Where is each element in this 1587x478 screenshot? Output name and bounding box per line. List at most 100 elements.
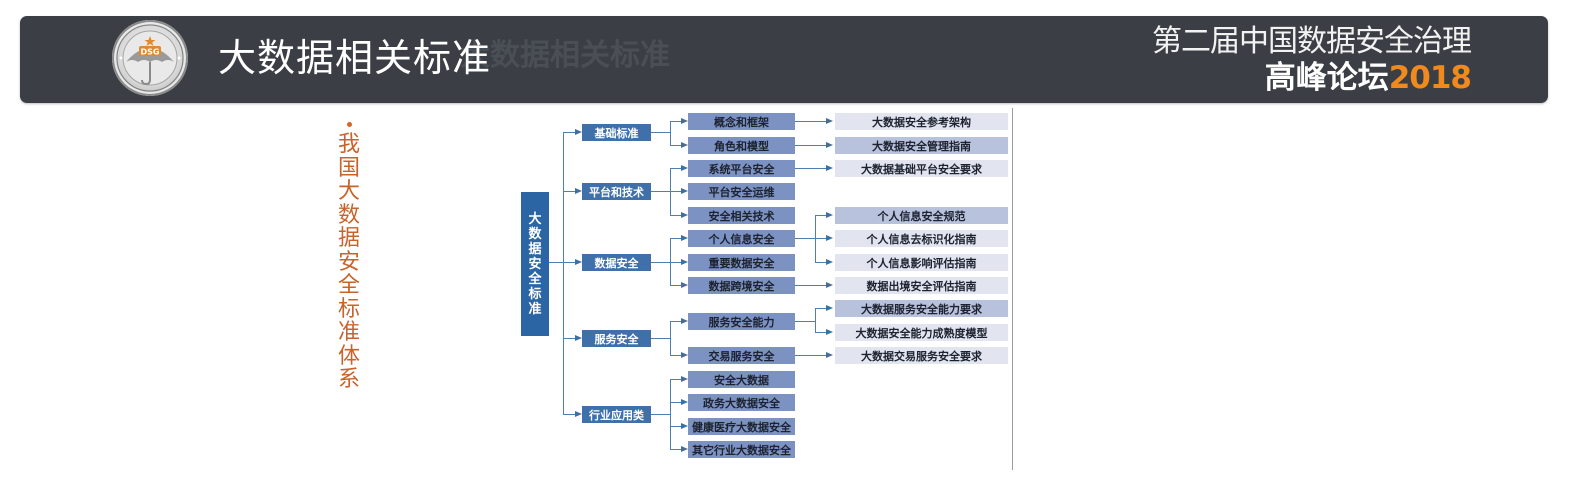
node-other-industry-big-data: 其它行业大数据安全 [688,441,795,458]
logo-text: DSG [141,48,160,57]
node-security-tech: 安全相关技术 [688,207,795,224]
root-char: 大 [528,211,542,227]
connector-line [795,145,828,146]
std-deidentification-guide: 个人信息去标识化指南 [835,230,1008,247]
connector-line [563,262,575,263]
arrow-icon [575,411,582,417]
side-label-char: 体 [337,343,360,369]
connector-line [815,262,828,263]
connector-line [651,414,671,415]
connector-line [815,308,828,309]
arrow-icon [681,282,688,288]
side-label-char: 大 [337,179,360,204]
connector-line [563,414,575,415]
node-system-platform-security: 系统平台安全 [688,160,795,177]
side-label-char: 国 [337,155,360,181]
event-year: 2018 [1388,60,1472,96]
connector-line [651,132,671,133]
connector-line [795,321,816,322]
arrow-icon [826,329,833,335]
connector-line [670,321,671,356]
side-label-char: 据 [337,226,360,251]
node-gov-big-data: 政务大数据安全 [688,394,795,411]
arrow-icon [826,259,833,265]
arrow-icon [681,446,688,452]
arrow-icon [681,259,688,265]
connector-line [563,191,575,192]
root-char: 全 [528,271,542,287]
diagram-right-border [1012,108,1013,470]
diagram-root-node: 大 数 据 安 全 标 准 [521,192,549,336]
category-service-security: 服务安全 [582,330,651,347]
event-title-line2: 高峰论坛2018 [1264,59,1472,97]
connector-line [670,145,681,146]
arrow-icon [681,423,688,429]
connector-line [563,132,564,415]
connector-line [815,332,828,333]
node-roles-models: 角色和模型 [688,137,795,154]
arrow-icon [826,118,833,124]
arrow-icon [575,335,582,341]
std-service-capability-req: 大数据服务安全能力要求 [835,300,1008,317]
root-char: 数 [528,226,542,242]
arrow-icon [681,352,688,358]
node-personal-info-security: 个人信息安全 [688,230,795,247]
connector-line [563,338,575,339]
std-management-guide: 大数据安全管理指南 [835,137,1008,154]
root-char: 标 [528,286,542,302]
arrow-icon [681,118,688,124]
side-label-char: 全 [337,273,360,298]
arrow-icon [681,235,688,241]
connector-line [670,426,681,427]
connector-line [795,168,828,169]
arrow-icon [826,165,833,171]
connector-line [795,238,828,239]
arrow-icon [826,305,833,311]
arrow-icon [681,318,688,324]
root-char: 安 [528,256,542,272]
node-cross-border-data: 数据跨境安全 [688,277,795,294]
connector-line [670,121,671,146]
std-reference-architecture: 大数据安全参考架构 [835,113,1008,130]
connector-line [670,238,671,286]
node-platform-ops: 平台安全运维 [688,183,795,200]
std-platform-requirements: 大数据基础平台安全要求 [835,160,1008,177]
std-cross-border-assessment: 数据出境安全评估指南 [835,277,1008,294]
connector-line [795,355,828,356]
std-transaction-service-req: 大数据交易服务安全要求 [835,347,1008,364]
arrow-icon [826,235,833,241]
connector-line [670,215,681,216]
std-capability-maturity-model: 大数据安全能力成熟度模型 [835,324,1008,341]
node-transaction-service: 交易服务安全 [688,347,795,364]
side-label-char: 系 [337,367,360,392]
category-data-security: 数据安全 [582,254,651,271]
connector-line [670,379,681,380]
arrow-icon [681,376,688,382]
node-concept-framework: 概念和框架 [688,113,795,130]
arrow-icon [681,212,688,218]
dsg-logo-icon: DSG [112,20,188,96]
side-label-char: 我 [337,132,360,157]
root-char: 准 [528,301,542,317]
arrow-icon [681,188,688,194]
connector-line [670,121,681,122]
connector-line [563,132,575,133]
connector-line [670,449,681,450]
side-label: 我 国 大 数 据 安 全 标 准 体 系 [334,118,364,392]
bullet-icon [346,122,352,127]
connector-line [815,308,816,333]
arrow-icon [826,212,833,218]
arrow-icon [826,352,833,358]
connector-line [815,215,828,216]
header-bar [20,16,1548,103]
arrow-icon [681,399,688,405]
category-platform-technology: 平台和技术 [582,183,651,200]
connector-line [670,321,681,322]
std-impact-assessment-guide: 个人信息影响评估指南 [835,254,1008,271]
arrow-icon [826,142,833,148]
connector-line [670,168,671,216]
arrow-icon [575,259,582,265]
connector-line [670,285,681,286]
event-name: 高峰论坛 [1264,60,1389,96]
side-label-char: 准 [337,320,360,345]
